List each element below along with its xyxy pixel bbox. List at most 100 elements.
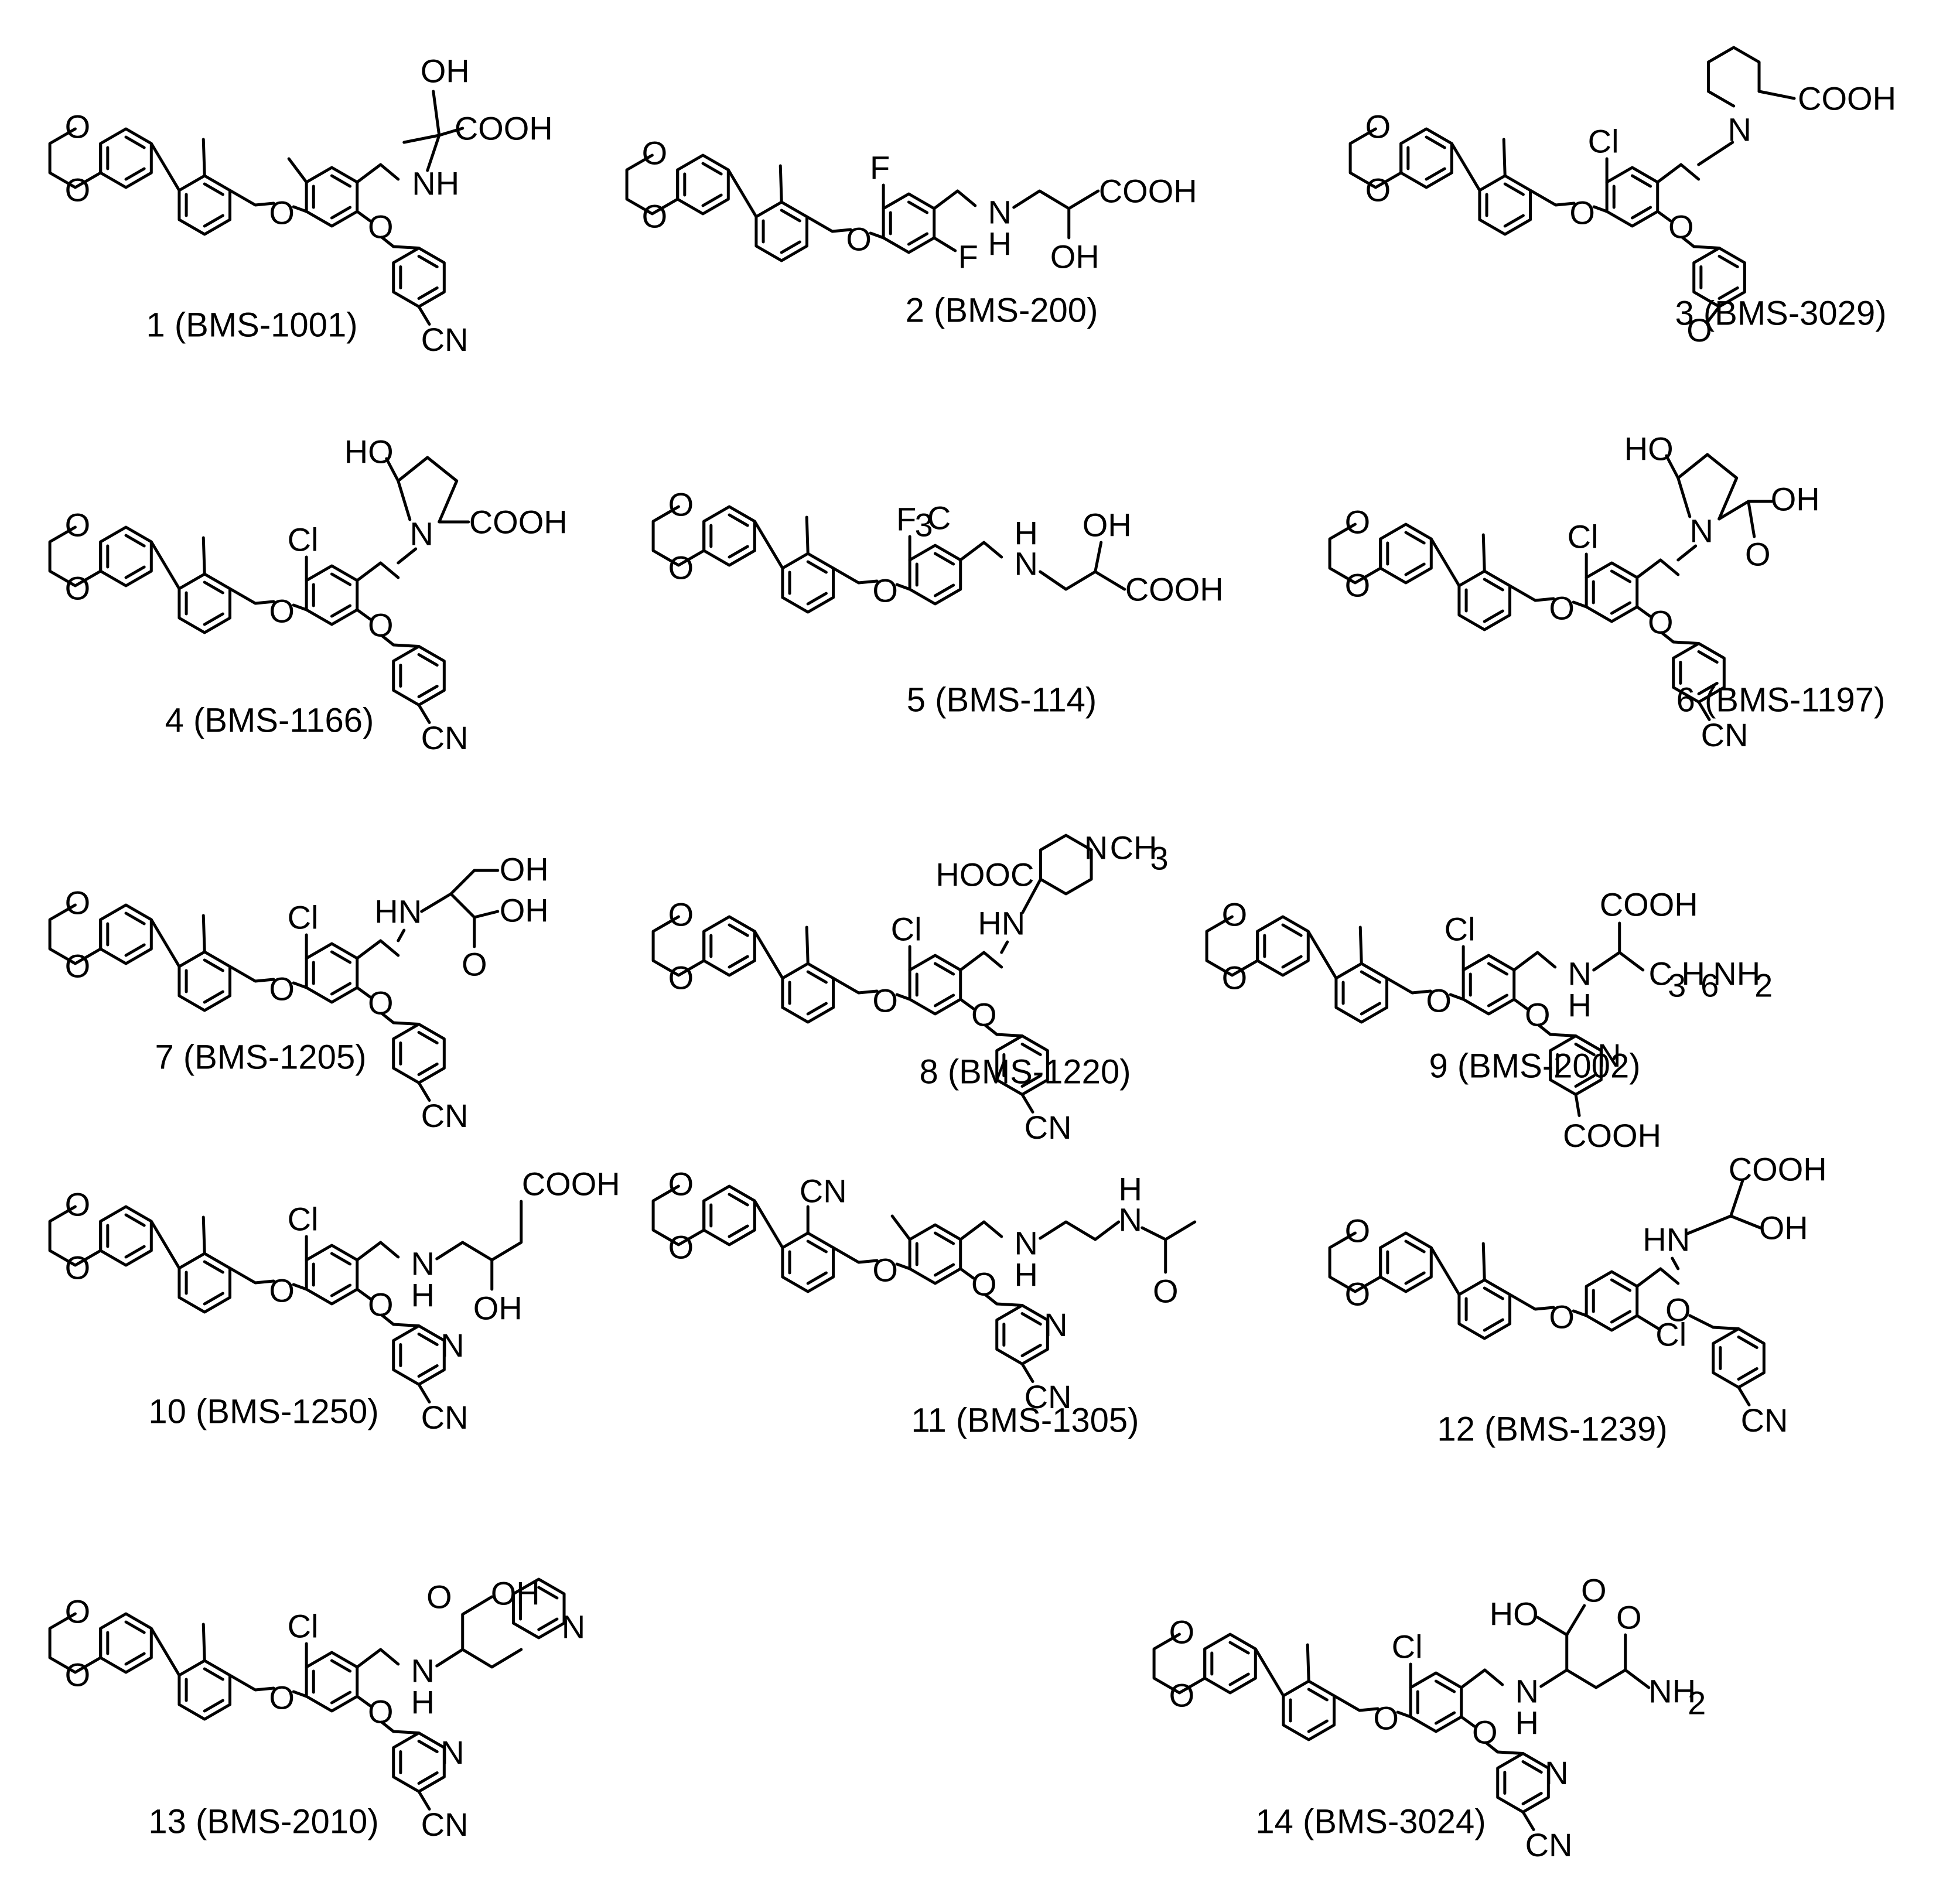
- methyl-bond: [778, 164, 783, 204]
- substituted-phenyl-ring: [305, 1651, 359, 1713]
- benzodioxane-ring: [1203, 1633, 1257, 1695]
- pendant-bond: [392, 1021, 421, 1026]
- substituted-phenyl-ring: [908, 954, 962, 1016]
- pyridine-ring: [995, 1304, 1049, 1365]
- benzyl-bond: [380, 1313, 395, 1326]
- ether-oxygen-label: O: [368, 209, 394, 245]
- methylene-bond: [356, 1241, 400, 1262]
- hydroxyl-label: OH: [500, 851, 549, 888]
- amine-methylene-bond: [1697, 141, 1734, 166]
- amine-methylene-bond: [1676, 544, 1698, 562]
- dioxane-bond: [651, 1184, 706, 1246]
- pyridine-nitrogen-label: N: [1044, 1306, 1067, 1343]
- amine-methylene-bond: [397, 547, 418, 565]
- amine-label: HN: [374, 893, 422, 930]
- nitrile-label: CN: [421, 321, 469, 358]
- benzyl-bond: [1660, 631, 1675, 644]
- benzyl-ether-bond: [1508, 1293, 1555, 1311]
- amine-hydrogen-label: H: [1568, 987, 1592, 1024]
- cyanophenyl-ring: [1712, 1327, 1766, 1389]
- alpha-bond: [1592, 921, 1621, 972]
- chain-bond: [435, 1200, 523, 1262]
- ether-bond: [292, 981, 308, 989]
- amine-hydrogen-label: H: [1515, 1705, 1539, 1741]
- dioxane-bond: [1348, 127, 1403, 189]
- methyl-bond: [202, 138, 206, 177]
- amine-hydrogen-label: H: [1015, 1256, 1038, 1293]
- chlorine-label: Cl: [288, 521, 319, 558]
- pendant-bond: [392, 245, 421, 250]
- carboxyl-label: COOH: [1729, 1151, 1827, 1188]
- pendant-bond: [995, 1302, 1024, 1307]
- dioxane-ring: [48, 1612, 103, 1674]
- amide-bond: [1624, 1668, 1651, 1689]
- amine-hydrogen-label: H: [411, 1684, 435, 1721]
- benzyl-ether-bond: [832, 976, 879, 995]
- pyrrolidine-nitrogen-label: N: [410, 515, 433, 552]
- dioxane-ring: [48, 525, 103, 588]
- carboxyl-label: HOOC: [935, 856, 1034, 893]
- hydroxyl-label: OH: [473, 1290, 523, 1327]
- oxygen-label: O: [1222, 896, 1248, 933]
- biaryl-bond: [753, 520, 784, 570]
- methyl-bond: [805, 925, 810, 965]
- nitrile-label: CN: [1025, 1378, 1072, 1415]
- ether-oxygen-label: O: [269, 1272, 295, 1309]
- ether-oxygen-label: O: [368, 1693, 394, 1730]
- trifluoromethyl-label: F: [896, 501, 916, 538]
- substituted-phenyl-ring: [1585, 1270, 1639, 1332]
- ether-oxygen-label: O: [368, 985, 394, 1022]
- carboxyl-label: COOH: [522, 1166, 620, 1203]
- carboxyl-bond: [1757, 90, 1796, 100]
- oxygen-label: O: [65, 172, 91, 209]
- substituted-phenyl-ring: [305, 166, 359, 228]
- aryl-ether-bond: [959, 1267, 975, 1280]
- central-phenyl-ring: [781, 962, 835, 1024]
- benzodioxane-ring: [99, 1205, 153, 1267]
- benzodioxane-ring: [1379, 1231, 1433, 1293]
- amine-label: N: [1515, 1673, 1539, 1710]
- oxygen-label: O: [668, 549, 694, 586]
- amine-label: N: [1015, 545, 1038, 582]
- fluorine-label: F: [870, 149, 890, 186]
- methylene-bond: [356, 939, 400, 960]
- hydroxymethyl-bond: [432, 90, 441, 137]
- carbon-label: C: [927, 500, 951, 537]
- amine-hydrogen-label: H: [988, 226, 1012, 262]
- amine-methylene-bond: [1671, 1256, 1680, 1271]
- ether-oxygen-label: O: [269, 1679, 295, 1716]
- benzodioxane-ring: [1256, 915, 1310, 977]
- aryl-ether-bond: [356, 608, 372, 621]
- substituent-bond: [933, 236, 957, 252]
- central-phenyl-ring: [177, 950, 232, 1012]
- pyridine-nitrogen-label: N: [1545, 1754, 1568, 1791]
- nitrile-label: CN: [421, 1097, 469, 1134]
- pyrrolidine-ring: [397, 456, 459, 524]
- substituent-bond: [1635, 1314, 1660, 1330]
- oxygen-label: O: [65, 570, 91, 607]
- methylene-bond: [959, 541, 1003, 562]
- chlorine-label: Cl: [1392, 1628, 1423, 1665]
- dioxane-bond: [48, 1205, 103, 1267]
- methyl-bond: [202, 1623, 206, 1662]
- pendant-bond: [1712, 1326, 1740, 1330]
- oxygen-label: O: [668, 959, 694, 996]
- alpha-bond: [435, 1595, 494, 1668]
- substituted-phenyl-ring: [1605, 166, 1659, 228]
- biaryl-bond: [149, 1627, 181, 1677]
- central-phenyl-ring: [1282, 1679, 1336, 1741]
- alpha-bond: [426, 134, 441, 172]
- ether-bond: [1592, 205, 1609, 213]
- pyridine-ring: [392, 1732, 446, 1793]
- benzyl-ether-bond: [228, 1674, 275, 1692]
- substituted-phenyl-ring: [305, 564, 359, 626]
- pyridine-ring: [1549, 1034, 1603, 1096]
- cyanophenyl-ring: [392, 645, 446, 706]
- quaternary-bond: [1021, 877, 1042, 914]
- central-phenyl-ring: [177, 1659, 232, 1721]
- ether-oxygen-label: O: [1525, 996, 1551, 1033]
- compound-caption: 12 (BMS-1239): [1437, 1411, 1667, 1449]
- subscript-label: 2: [1754, 967, 1773, 1004]
